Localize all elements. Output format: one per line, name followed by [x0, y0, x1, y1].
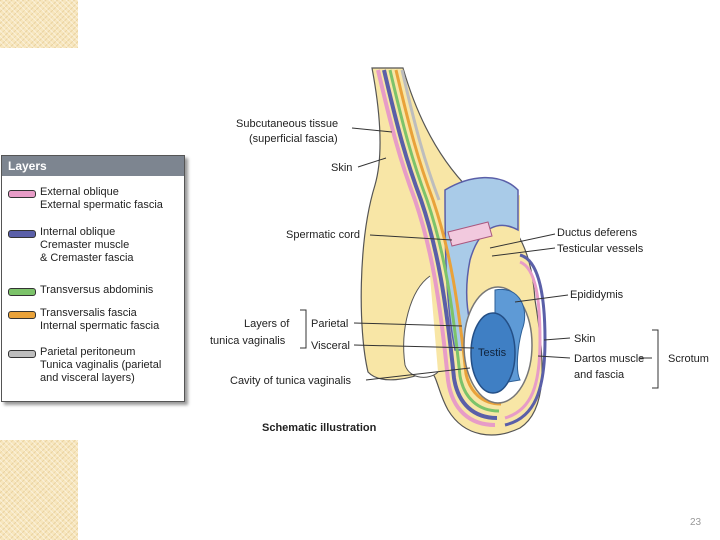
- label-ductus-deferens: Ductus deferens: [557, 227, 638, 239]
- skin-flap-left: [403, 275, 439, 378]
- label-testis: Testis: [478, 347, 507, 359]
- legend-swatch: [8, 230, 36, 238]
- label-parietal: Parietal: [311, 318, 348, 330]
- label-skin-upper: Skin: [331, 162, 352, 174]
- figure-caption: Schematic illustration: [262, 422, 377, 434]
- label-spermatic-cord: Spermatic cord: [286, 229, 360, 241]
- cord-band: [447, 221, 493, 247]
- layer-transversus: [388, 69, 500, 413]
- layer-transversalis: [394, 69, 502, 406]
- corner-pattern-bottom-left: [0, 440, 78, 540]
- label-skin-right: Skin: [574, 333, 595, 345]
- label-layers-of-1: Layers of: [244, 318, 290, 330]
- layers-legend: Layers External oblique External spermat…: [1, 155, 185, 402]
- legend-swatch: [8, 350, 36, 358]
- label-cavity: Cavity of tunica vaginalis: [230, 375, 352, 387]
- layer-peritoneum: [400, 69, 441, 201]
- layer-internal-oblique: [382, 69, 498, 420]
- legend-text: External oblique External spermatic fasc…: [40, 186, 163, 211]
- slide-number: 23: [690, 517, 702, 528]
- label-scrotum: Scrotum: [668, 353, 709, 365]
- layer-external-oblique: [376, 69, 496, 427]
- leader-lines: [300, 127, 659, 389]
- label-dartos-1: Dartos muscle: [574, 353, 644, 365]
- testis: [470, 312, 516, 394]
- right-wall-layer-2: [504, 260, 542, 420]
- label-testicular-vessels: Testicular vessels: [557, 243, 644, 255]
- label-epididymis: Epididymis: [570, 289, 624, 301]
- label-visceral: Visceral: [311, 340, 350, 352]
- legend-text: Internal oblique Cremaster muscle & Crem…: [40, 226, 134, 264]
- label-subcutaneous-2: (superficial fascia): [249, 133, 338, 145]
- legend-text: Parietal peritoneum Tunica vaginalis (pa…: [40, 346, 162, 384]
- legend-title: Layers: [2, 156, 184, 176]
- legend-swatch: [8, 190, 36, 198]
- legend-swatch: [8, 311, 36, 319]
- label-layers-of-2: tunica vaginalis: [210, 335, 286, 347]
- legend-text: Transversus abdominis: [40, 284, 154, 296]
- legend-text: Transversalis fascia Internal spermatic …: [40, 307, 160, 332]
- label-dartos-2: and fascia: [574, 369, 625, 381]
- legend-swatch: [8, 288, 36, 296]
- corner-pattern-top-left: [0, 0, 78, 48]
- label-subcutaneous-1: Subcutaneous tissue: [236, 118, 338, 130]
